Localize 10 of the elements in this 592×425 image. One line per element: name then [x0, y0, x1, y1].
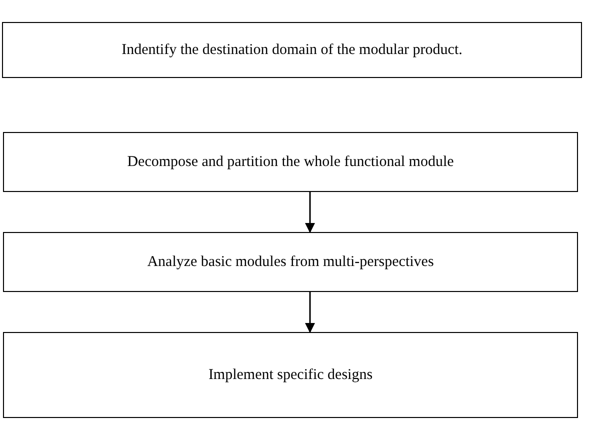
box-text: Analyze basic modules from multi-perspectives: [147, 252, 434, 272]
arrow: [305, 292, 315, 333]
process-box: [2, 22, 582, 78]
box-text: Decompose and partition the whole functional module: [127, 152, 454, 172]
box-text: Implement specific designs: [208, 366, 373, 385]
process-box: [3, 332, 578, 418]
box-text: Indentify the destination domain of the modular product.: [122, 40, 462, 60]
arrow: [305, 192, 315, 233]
process-box: [3, 132, 578, 192]
process-box: [3, 232, 578, 292]
